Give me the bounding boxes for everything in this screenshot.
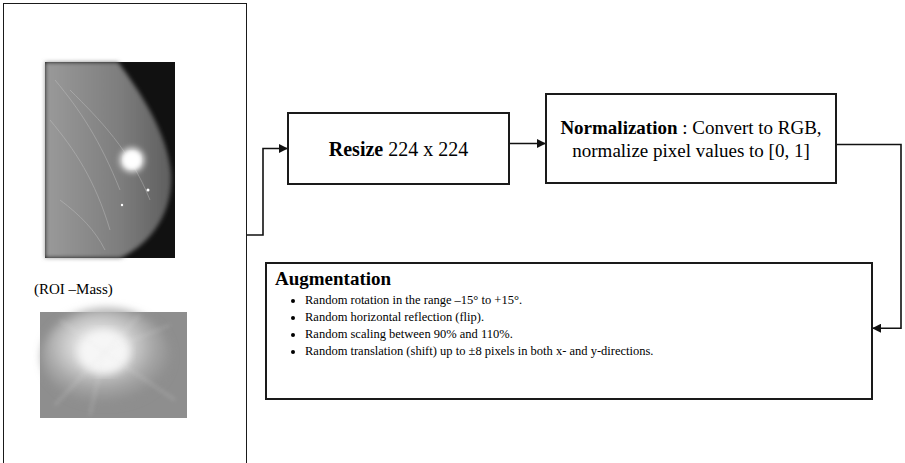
process-box: Resize 224 x 224: [287, 112, 510, 185]
bullet-item: Random horizontal reflection (flip).: [305, 309, 861, 326]
step-title: Resize: [329, 138, 383, 160]
image-caption: (ROI –Mass): [34, 281, 113, 298]
image-panel: (ROI –Mass): [3, 3, 247, 463]
flow-arrow: [247, 149, 287, 236]
bullet-item: Random translation (shift) up to ±8 pixe…: [305, 343, 861, 360]
step-detail: 224 x 224: [388, 138, 468, 160]
bullet-item: Random rotation in the range –15° to +15…: [305, 292, 861, 309]
box-text: Normalization : Convert to RGB, normaliz…: [557, 116, 825, 162]
bullet-item: Random scaling between 90% and 110%.: [305, 326, 861, 343]
process-box: AugmentationRandom rotation in the range…: [265, 262, 873, 400]
step-title: Augmentation: [275, 268, 861, 290]
flow-arrow: [510, 143, 545, 145]
process-box: Normalization : Convert to RGB, normaliz…: [545, 93, 837, 184]
bullet-list: Random rotation in the range –15° to +15…: [275, 292, 861, 360]
step-title: Normalization: [560, 117, 677, 138]
flow-arrow: [837, 145, 901, 329]
box-text: Resize 224 x 224: [329, 137, 468, 161]
